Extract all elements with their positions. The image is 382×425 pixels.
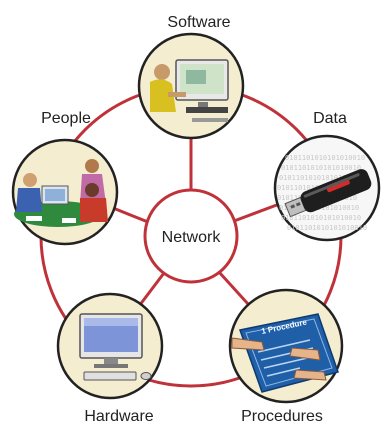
software-label: Software — [167, 14, 230, 31]
people-meeting-icon — [14, 159, 108, 227]
svg-text:0101101010101010010: 0101101010101010010 — [281, 214, 361, 222]
desktop-computer-user-icon — [150, 59, 229, 122]
people-node: People — [11, 110, 119, 246]
svg-text:0101101010101010010: 0101101010101010010 — [287, 224, 367, 232]
hardware-node: Hardware — [56, 292, 164, 425]
procedures-node: 1 Procedure Procedures — [228, 288, 344, 425]
monitor-keyboard-icon — [79, 313, 152, 381]
svg-text:0101101010101010010: 0101101010101010010 — [285, 154, 365, 162]
svg-text:0101101010101010010: 0101101010101010010 — [281, 164, 361, 172]
network-label: Network — [162, 229, 222, 246]
data-node: 0101101010101010010 0101101010101010010 … — [273, 110, 381, 242]
data-label: Data — [313, 110, 347, 127]
software-node: Software — [137, 14, 245, 140]
people-label: People — [41, 110, 91, 127]
usb-flash-drive-icon — [284, 169, 372, 218]
network-circle — [143, 188, 239, 284]
network-node: Network — [143, 188, 239, 284]
svg-text:0101101010101010010: 0101101010101010010 — [279, 174, 359, 182]
procedures-label: Procedures — [241, 408, 323, 425]
hardware-label: Hardware — [84, 408, 153, 425]
